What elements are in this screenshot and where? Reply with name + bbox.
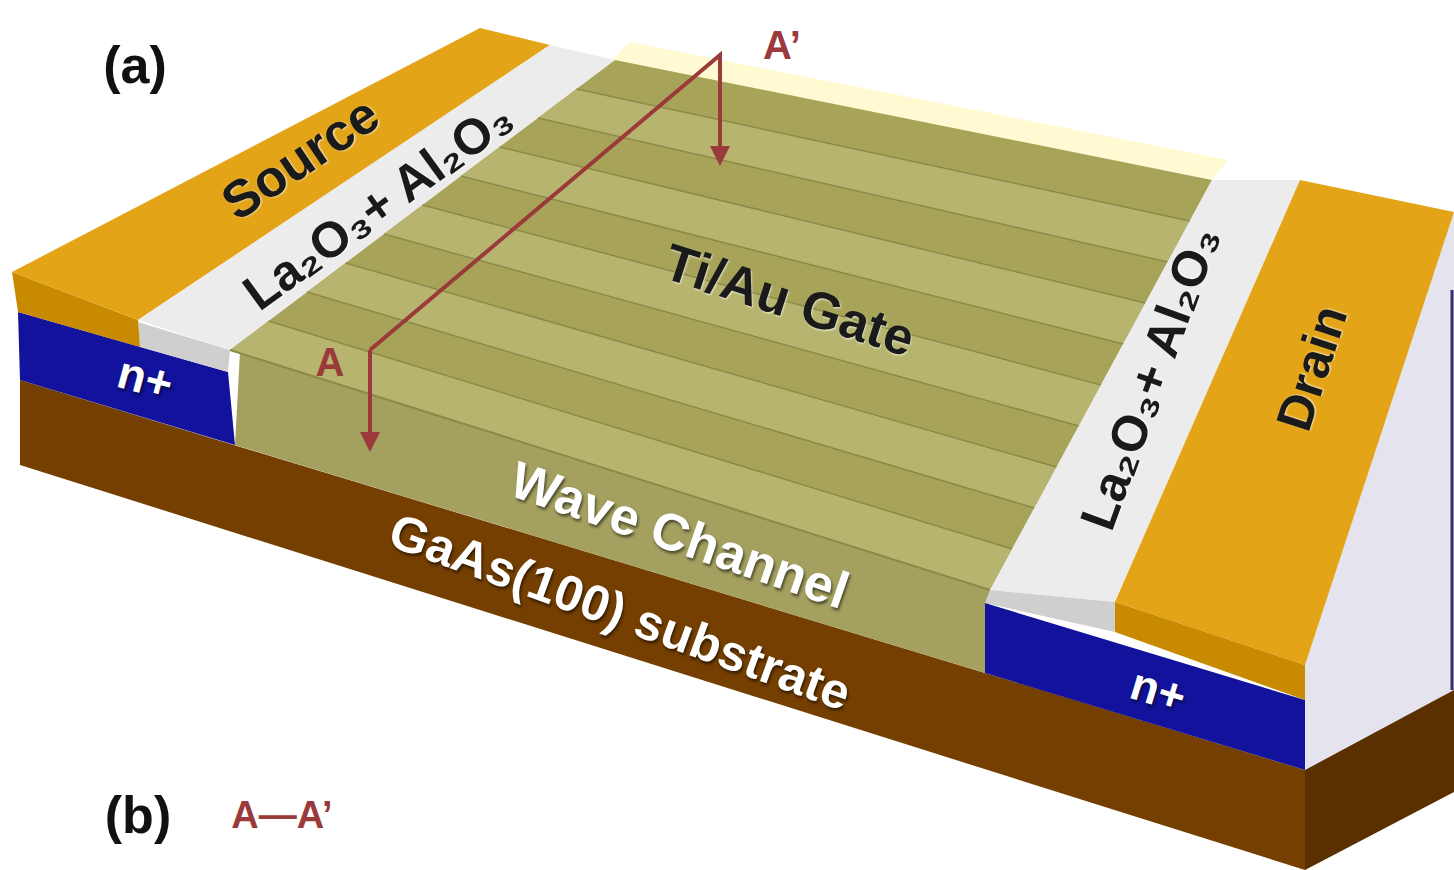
oxide-front-right [985, 590, 1115, 632]
cut-arrow [368, 350, 372, 448]
panel-label: (a) [103, 39, 167, 91]
section-label: A—A’ [231, 796, 332, 834]
gate-edge [230, 350, 990, 590]
panel-label: (b) [105, 789, 171, 841]
device-side [1305, 212, 1454, 770]
side-edge [1451, 290, 1454, 690]
cut-label: A [316, 342, 345, 382]
region-name: n+ [112, 349, 177, 408]
cut-label: A’ [763, 25, 801, 65]
